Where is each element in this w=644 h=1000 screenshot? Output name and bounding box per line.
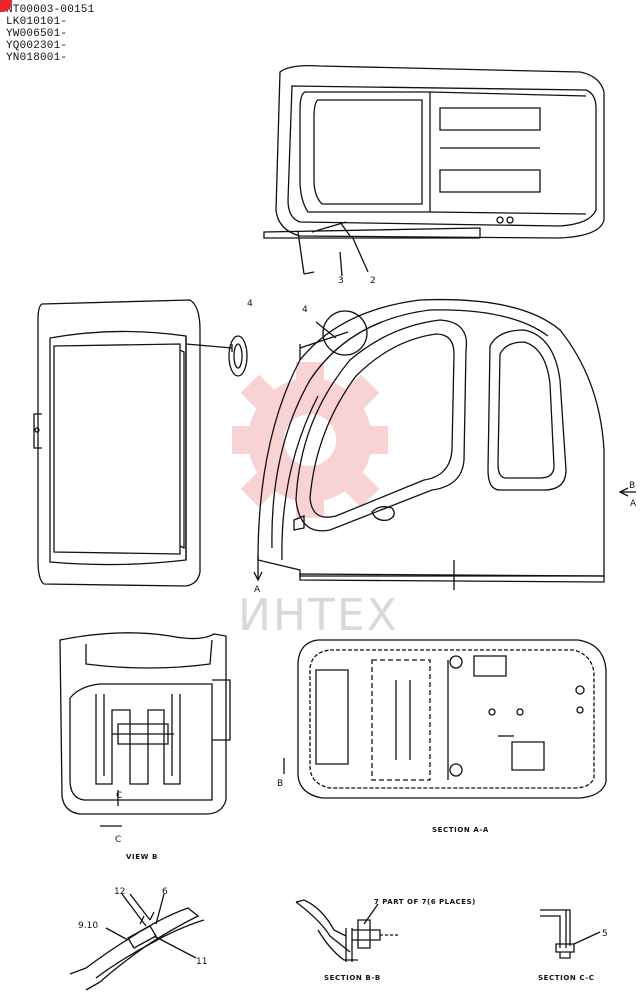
callout-5: 5: [602, 929, 608, 939]
callout-4-side: 4: [302, 305, 308, 315]
callout-11: 11: [196, 957, 207, 967]
view-marker-c: C: [116, 791, 122, 801]
arrow-label-b: B: [629, 481, 635, 491]
callout-9-10: 9.10: [78, 921, 98, 931]
section-a-a-drawing: [283, 639, 607, 799]
caption-section-b-b: SECTION B-B: [324, 974, 381, 982]
section-marker-a-left: A: [254, 585, 261, 595]
callout-6: 6: [162, 887, 168, 897]
section-b-b-drawing: [295, 899, 400, 962]
caption-view-b: VIEW B: [126, 853, 158, 861]
callout-2: 2: [370, 276, 376, 286]
callout-7: 7 PART OF 7(6 PLACES): [374, 898, 476, 906]
section-c-c-drawing: [540, 909, 601, 959]
watermark-text: ИНТЕХ: [238, 590, 399, 641]
callout-12: 12: [114, 887, 125, 897]
serial-line-2: LK010101-: [6, 16, 68, 28]
view-b-drawing: [59, 632, 231, 827]
cab-side-view-right: [253, 298, 636, 590]
serial-line-4: YQ002301-: [6, 40, 68, 52]
cab-side-view-left: [33, 299, 248, 587]
cab-top-view: [263, 64, 605, 277]
callout-3: 3: [338, 276, 344, 286]
caption-section-a-a: SECTION A-A: [432, 826, 489, 834]
serial-line-3: YW006501-: [6, 28, 68, 40]
corner-mark: [0, 0, 12, 12]
serial-line-1: NT00003-00151: [6, 4, 95, 16]
view-marker-c-bottom: C: [115, 835, 121, 845]
caption-section-c-c: SECTION C-C: [538, 974, 595, 982]
section-marker-b: B: [277, 779, 283, 789]
callout-4-left: 4: [247, 299, 253, 309]
section-marker-a-right: A: [630, 499, 637, 509]
serial-line-5: YN018001-: [6, 52, 68, 64]
section-detail-left: [69, 893, 205, 991]
